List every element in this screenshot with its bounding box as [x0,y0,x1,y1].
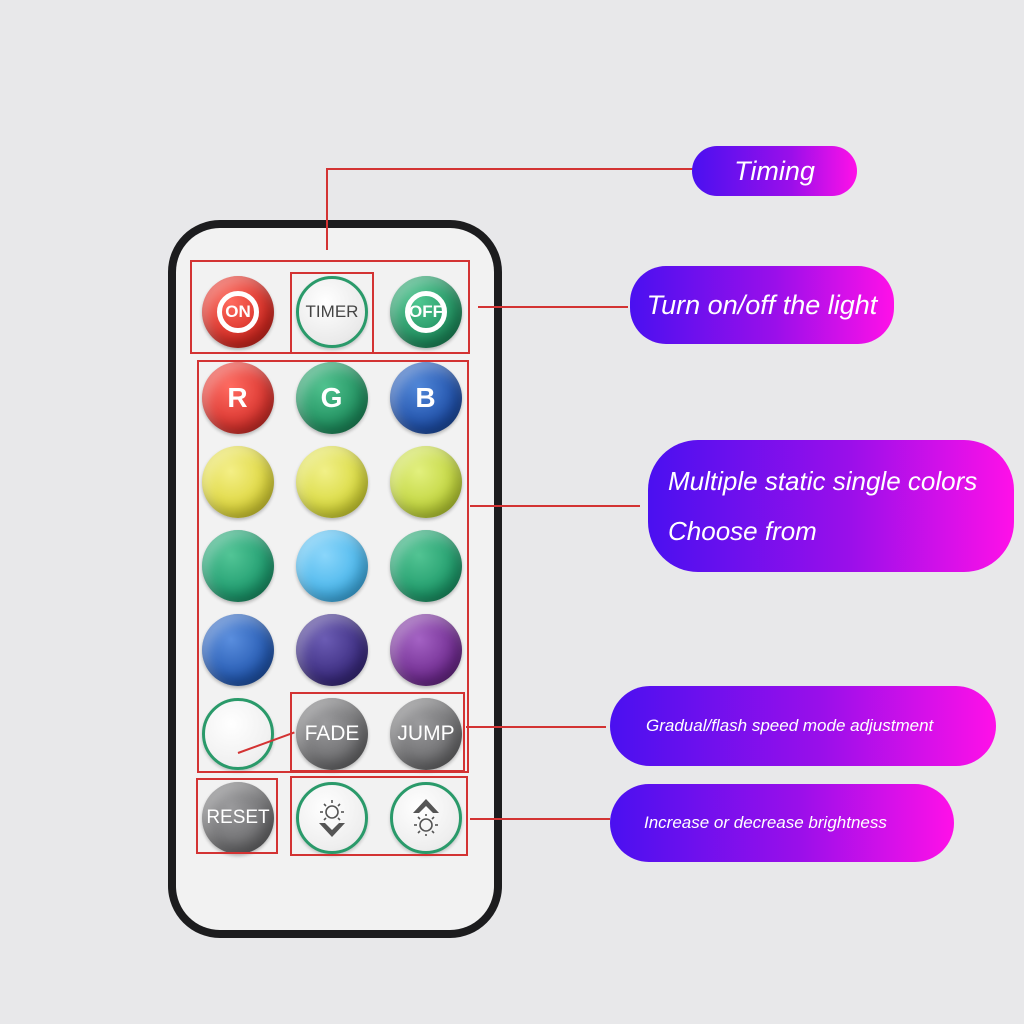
timer-button[interactable]: TIMER [296,276,368,348]
green-button-label: G [320,382,344,413]
color-button-yellow[interactable] [202,446,274,518]
green-button[interactable]: G [296,362,368,434]
colors-callout: Multiple static single colors Choose fro… [648,440,1014,572]
brightness-down-icon [319,800,345,837]
power-callout-text: Turn on/off the light [646,289,878,320]
speed-callout-text: Gradual/flash speed mode adjustment [646,716,934,735]
fade-button[interactable]: FADE [296,698,368,770]
colors-callout-text-line1: Multiple static single colors [668,466,978,496]
off-button-label: OFF [409,302,443,321]
off-button[interactable]: OFF [390,276,462,348]
power-ring-icon [217,291,259,333]
power-ring-icon [405,291,447,333]
reset-button-label: RESET [206,807,270,828]
color-button-white[interactable] [202,698,274,770]
timing-connector-vertical [326,168,328,250]
power-callout: Turn on/off the light [630,266,894,344]
color-button-lime[interactable] [390,446,462,518]
color-button-teal[interactable] [202,530,274,602]
timing-callout-text: Timing [734,155,815,186]
timing-callout: Timing [692,146,857,196]
red-button[interactable]: R [202,362,274,434]
brightness-up-icon [413,799,439,836]
colors-callout-text-line2: Choose from [668,516,817,546]
fade-button-label: FADE [304,722,360,745]
brightness-up-button[interactable] [390,782,462,854]
color-button-indigo[interactable] [296,614,368,686]
color-button-teal-2[interactable] [390,530,462,602]
brightness-down-button[interactable] [296,782,368,854]
blue-button-label: B [415,382,437,413]
brightness-callout-text: Increase or decrease brightness [644,813,887,832]
timer-button-label: TIMER [305,302,359,321]
timing-connector-horizontal [326,168,696,170]
color-button-violet[interactable] [390,614,462,686]
reset-button[interactable]: RESET [202,782,274,854]
power-connector [478,306,628,308]
colors-connector [470,505,640,507]
jump-button-label: JUMP [397,722,455,745]
brightness-callout: Increase or decrease brightness [610,784,954,862]
jump-button[interactable]: JUMP [390,698,462,770]
color-button-sky-blue[interactable] [296,530,368,602]
color-button-yellow-light[interactable] [296,446,368,518]
blue-button[interactable]: B [390,362,462,434]
brightness-connector [470,818,610,820]
red-button-label: R [227,382,249,413]
on-button-label: ON [225,302,251,321]
speed-callout: Gradual/flash speed mode adjustment [610,686,996,766]
on-button[interactable]: ON [202,276,274,348]
color-button-royal-blue[interactable] [202,614,274,686]
speed-connector [466,726,606,728]
